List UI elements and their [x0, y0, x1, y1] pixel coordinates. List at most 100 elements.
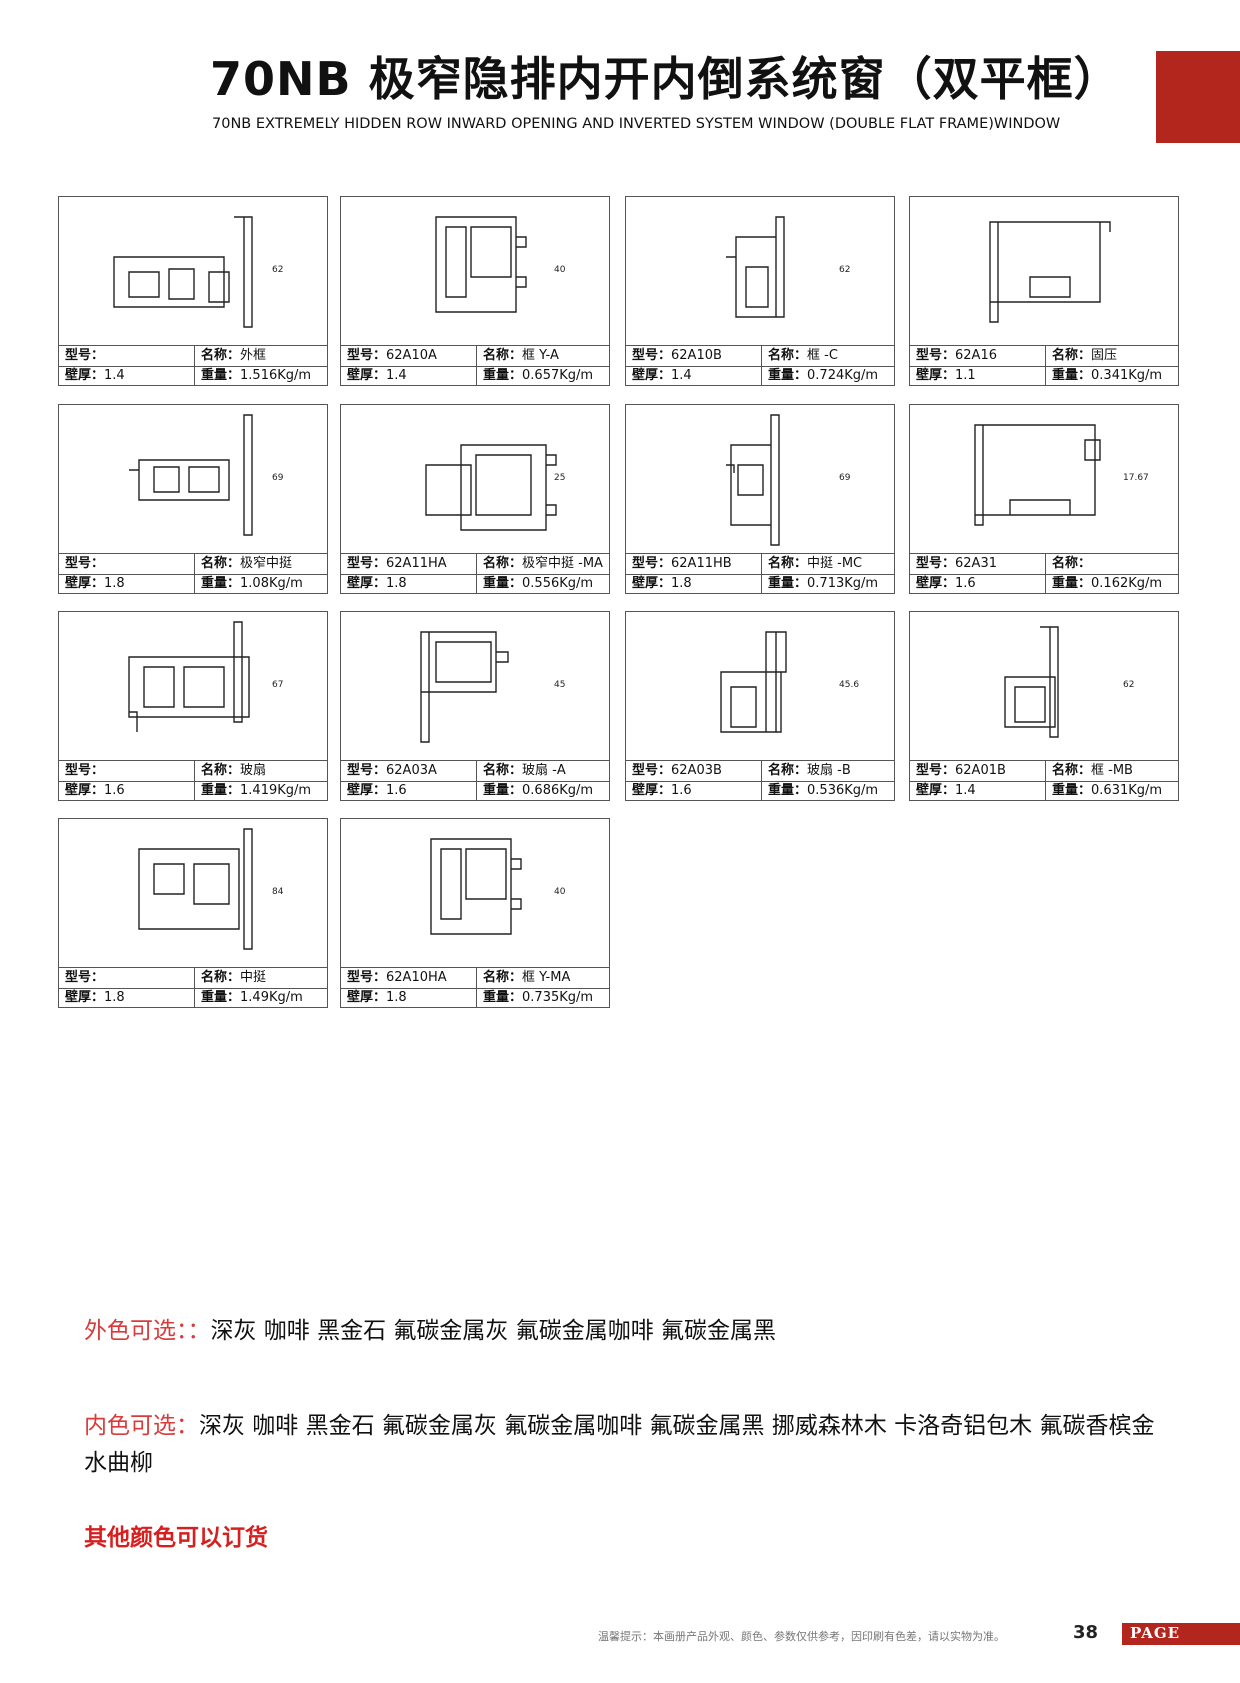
- table-divider: [761, 761, 762, 801]
- thickness-cell: 壁厚：1.8: [632, 574, 760, 594]
- dimension-label: 17.67: [1123, 473, 1149, 483]
- thickness-key: 壁厚：: [916, 368, 956, 383]
- footer-disclaimer: 温馨提示：本画册产品外观、颜色、参数仅供参考，因印刷有色差，请以实物为准。: [598, 1630, 1005, 1643]
- name-value: 框 -C: [807, 348, 838, 363]
- weight-cell: 重量：1.49Kg/m: [201, 988, 325, 1008]
- model-cell: 型号：62A03A: [347, 761, 475, 781]
- name-cell: 名称：玻扇 -A: [483, 761, 607, 781]
- thickness-cell: 壁厚：1.6: [347, 781, 475, 801]
- model-cell: 型号：62A10A: [347, 346, 475, 366]
- thickness-value: 1.8: [104, 990, 125, 1005]
- page-tag-label: PAGE: [1130, 1624, 1181, 1642]
- weight-value: 1.419Kg/m: [240, 783, 312, 798]
- weight-key: 重量：: [768, 576, 808, 591]
- weight-value: 0.631Kg/m: [1091, 783, 1163, 798]
- thickness-cell: 壁厚：1.4: [347, 366, 475, 386]
- profile-outline: [128, 621, 250, 732]
- weight-cell: 重量：1.516Kg/m: [201, 366, 325, 386]
- profile-outline: [989, 221, 1111, 323]
- model-value: 62A16: [955, 348, 997, 363]
- thickness-value: 1.6: [955, 576, 976, 591]
- weight-value: 0.162Kg/m: [1091, 576, 1163, 591]
- weight-key: 重量：: [201, 368, 241, 383]
- dimension-label: 69: [839, 473, 851, 483]
- model-cell: 型号：62A11HA: [347, 554, 475, 574]
- name-key: 名称：: [201, 556, 241, 571]
- outer-color-list: 深灰 咖啡 黑金石 氟碳金属灰 氟碳金属咖啡 氟碳金属黑: [210, 1318, 777, 1344]
- spec-row-thickness: 壁厚：1.8 重量：0.713Kg/m: [626, 574, 894, 594]
- model-cell: 型号：62A10HA: [347, 968, 475, 988]
- name-value: 框 -MB: [1091, 763, 1133, 778]
- thickness-cell: 壁厚：1.8: [347, 988, 475, 1008]
- model-value: 62A03A: [386, 763, 437, 778]
- profile-outline: [720, 631, 787, 733]
- thickness-key: 壁厚：: [347, 990, 387, 1005]
- model-key: 型号：: [916, 348, 956, 363]
- weight-cell: 重量：0.657Kg/m: [483, 366, 607, 386]
- weight-key: 重量：: [201, 576, 241, 591]
- name-value: 框 Y-A: [522, 348, 559, 363]
- weight-cell: 重量：0.341Kg/m: [1052, 366, 1176, 386]
- name-value: 框 Y-MA: [522, 970, 571, 985]
- thickness-value: 1.6: [671, 783, 692, 798]
- weight-cell: 重量：0.713Kg/m: [768, 574, 892, 594]
- profile-outline: [425, 444, 557, 531]
- thickness-key: 壁厚：: [347, 576, 387, 591]
- weight-cell: 重量：0.536Kg/m: [768, 781, 892, 801]
- model-value: 62A01B: [955, 763, 1006, 778]
- thickness-value: 1.4: [104, 368, 125, 383]
- thickness-value: 1.8: [104, 576, 125, 591]
- spec-row-model: 型号：名称：玻扇: [59, 761, 327, 782]
- name-cell: 名称：玻扇: [201, 761, 325, 781]
- weight-value: 0.556Kg/m: [522, 576, 594, 591]
- weight-value: 0.724Kg/m: [807, 368, 879, 383]
- thickness-key: 壁厚：: [65, 576, 105, 591]
- thickness-value: 1.4: [955, 783, 976, 798]
- outer-color-label: 外色可选：：: [84, 1318, 211, 1344]
- table-divider: [1045, 346, 1046, 386]
- profile-section-drawing: 8471: [138, 828, 284, 950]
- profile-outline: [435, 216, 527, 313]
- name-key: 名称：: [483, 556, 523, 571]
- weight-cell: 重量：0.686Kg/m: [483, 781, 607, 801]
- name-key: 名称：: [768, 348, 808, 363]
- thickness-value: 1.1: [955, 368, 976, 383]
- model-cell: 型号：62A31: [916, 554, 1044, 574]
- thickness-cell: 壁厚：1.1: [916, 366, 1044, 386]
- profile-section-drawing: 17.6718.43: [974, 424, 1149, 526]
- model-value: 62A31: [955, 556, 997, 571]
- model-key: 型号：: [632, 763, 672, 778]
- name-cell: 名称：框 Y-A: [483, 346, 607, 366]
- table-divider: [476, 761, 477, 801]
- name-value: 中挺: [240, 970, 267, 985]
- spec-row-model: 型号：名称：极窄中挺: [59, 554, 327, 575]
- profile-outline: [1004, 626, 1059, 738]
- thickness-key: 壁厚：: [347, 368, 387, 383]
- weight-cell: 重量：0.631Kg/m: [1052, 781, 1176, 801]
- thickness-cell: 壁厚：1.4: [632, 366, 760, 386]
- name-cell: 名称：中挺 -MC: [768, 554, 892, 574]
- thickness-key: 壁厚：: [347, 783, 387, 798]
- dimension-label: 67: [272, 680, 283, 690]
- table-divider: [1045, 761, 1046, 801]
- weight-key: 重量：: [483, 368, 523, 383]
- profile-section-drawing: 4520.95: [420, 631, 565, 743]
